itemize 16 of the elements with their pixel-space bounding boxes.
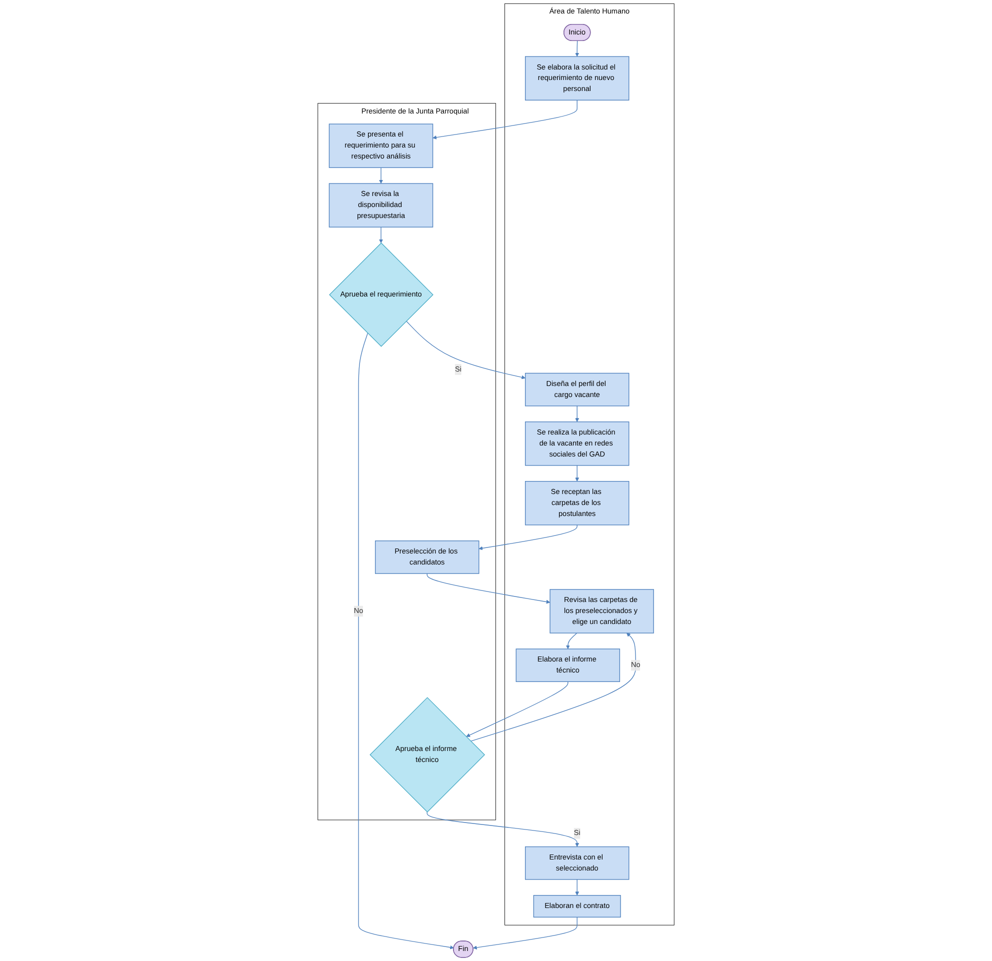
arrow xyxy=(379,226,383,244)
arrow xyxy=(575,406,580,422)
arrow xyxy=(472,916,578,950)
arrow xyxy=(575,40,580,57)
arrow xyxy=(575,465,580,482)
arrow xyxy=(358,332,454,950)
arrow xyxy=(478,524,578,550)
arrow xyxy=(426,573,550,604)
arrow xyxy=(426,812,580,847)
arrow xyxy=(432,100,578,140)
arrow xyxy=(470,632,636,742)
arrow xyxy=(379,167,383,184)
arrow xyxy=(566,632,578,650)
arrow xyxy=(466,681,568,737)
arrow xyxy=(575,879,580,896)
arrow xyxy=(406,320,526,380)
